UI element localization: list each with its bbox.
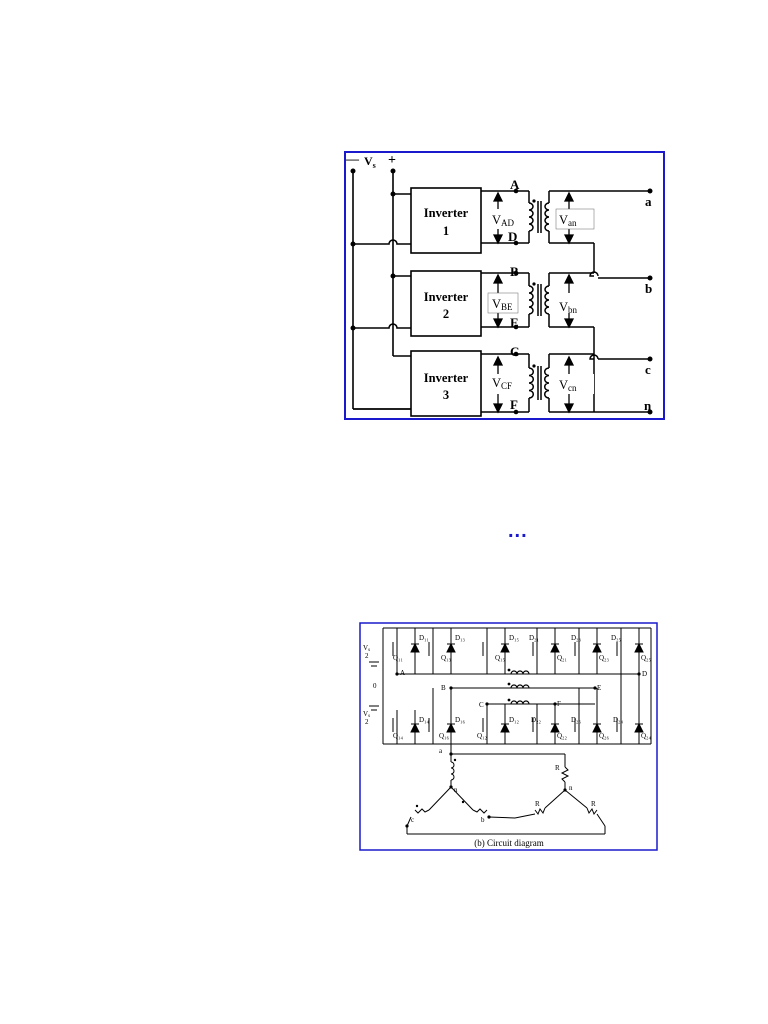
load-network <box>406 744 606 835</box>
node-b-top: B <box>510 264 519 279</box>
node-b-label: B <box>441 684 446 692</box>
node-d-bottom: D <box>508 229 517 244</box>
load-n2-label: n <box>569 784 573 792</box>
primary-coils <box>510 670 530 705</box>
v-ad-label: VAD <box>492 213 515 228</box>
output-b: b <box>645 281 652 296</box>
figure-caption: (b) Circuit diagram <box>474 838 543 848</box>
bridge-wiring <box>369 627 652 745</box>
label-q21: Q₂₁ <box>557 654 567 662</box>
load-r2-label: R <box>535 800 540 808</box>
zero-node-label: 0 <box>373 682 377 690</box>
node-f-bottom: F <box>510 397 518 412</box>
v-bn-label: Vbn <box>559 300 578 315</box>
label-q13: Q₁₃ <box>441 654 451 662</box>
node-a-label: A <box>400 669 405 677</box>
load-a-label: a <box>439 747 443 755</box>
node-f-label: F <box>557 700 561 708</box>
inverter-3-number: 3 <box>443 388 449 402</box>
inverter-1-group: Inverter 1 <box>410 187 482 254</box>
v-cf-label: VCF <box>492 376 512 391</box>
three-inverter-transformer-diagram: — Vs + Inverter 1 Inverter 2 Inverter 3 <box>344 151 665 420</box>
label-q24: Q₂₄ <box>641 732 651 740</box>
v-be-label: VBE <box>492 297 513 312</box>
label-q22: Q₂₂ <box>557 732 567 740</box>
label-q15: Q₁₅ <box>495 654 505 662</box>
label-q12: Q₁₂ <box>477 732 487 740</box>
label-d26: D₂₆ <box>571 716 581 724</box>
inverter-2-group: Inverter 2 <box>410 270 482 337</box>
ellipsis-marker: ... <box>508 520 528 542</box>
load-r1-label: R <box>555 764 560 772</box>
label-q26: Q₂₆ <box>599 732 609 740</box>
output-c: c <box>645 362 651 377</box>
source-minus: — <box>345 151 360 166</box>
node-a-top: A <box>510 177 520 192</box>
top-figure-frame <box>344 151 665 420</box>
source-plus: + <box>388 153 396 168</box>
inverter-1-name: Inverter <box>424 206 469 220</box>
transformer-wiring <box>481 190 650 413</box>
label-d16: D₁₆ <box>455 716 465 724</box>
bottom-figure-frame <box>359 622 658 851</box>
label-q23: Q₂₃ <box>599 654 609 662</box>
v-cn-label: Vcn <box>559 378 577 393</box>
load-n1-label: n <box>454 786 458 794</box>
label-d23: D₂₃ <box>571 634 581 642</box>
label-d11: D₁₁ <box>419 634 429 642</box>
output-a: a <box>645 194 652 209</box>
node-e-bottom: E <box>510 315 519 330</box>
load-r3-label: R <box>591 800 596 808</box>
vs-top-half: 2 <box>365 652 369 660</box>
label-d21: D₂₁ <box>529 634 539 642</box>
v-an-label: Van <box>559 213 577 228</box>
load-b-label: b <box>481 816 485 824</box>
top-switch-row <box>392 628 644 674</box>
label-d25: D₂₅ <box>611 634 621 642</box>
inverter-3-group: Inverter 3 <box>410 350 482 417</box>
vs-top-label: Vs <box>363 644 370 653</box>
vs-bottom-label: Vs <box>363 710 370 719</box>
node-c-label: C <box>479 701 484 709</box>
label-d15: D₁₅ <box>509 634 519 642</box>
inverter-2-name: Inverter <box>424 290 469 304</box>
output-n: n <box>644 398 652 413</box>
label-q11: Q₁₁ <box>393 654 403 662</box>
node-e-label: E <box>597 684 601 692</box>
label-d12: D₁₂ <box>509 716 519 724</box>
inverter-2-number: 2 <box>443 307 449 321</box>
inverter-3-name: Inverter <box>424 371 469 385</box>
bottom-switch-row <box>392 674 644 744</box>
node-c-top: C <box>510 344 519 359</box>
label-q14: Q₁₄ <box>393 732 403 740</box>
dc-rails <box>352 171 411 410</box>
load-c-label: c <box>411 816 414 824</box>
source-voltage-label: Vs <box>364 154 376 170</box>
label-q25: Q₂₅ <box>641 654 651 662</box>
inverter-1-number: 1 <box>443 224 449 238</box>
label-d24: D₂₄ <box>613 716 623 724</box>
label-q16: Q₁₆ <box>439 732 449 740</box>
label-d22: D₂₂ <box>531 716 541 724</box>
label-d13: D₁₃ <box>455 634 465 642</box>
label-d14: D₁₄ <box>419 716 429 724</box>
node-d-label: D <box>642 670 647 678</box>
vs-bottom-half: 2 <box>365 718 369 726</box>
multilevel-inverter-circuit-diagram: Vs 2 0 Vs 2 D₁₁ Q₁₁ D₁₃ Q₁₃ D₁₅ Q₁₅ D₂₁ … <box>359 622 658 851</box>
